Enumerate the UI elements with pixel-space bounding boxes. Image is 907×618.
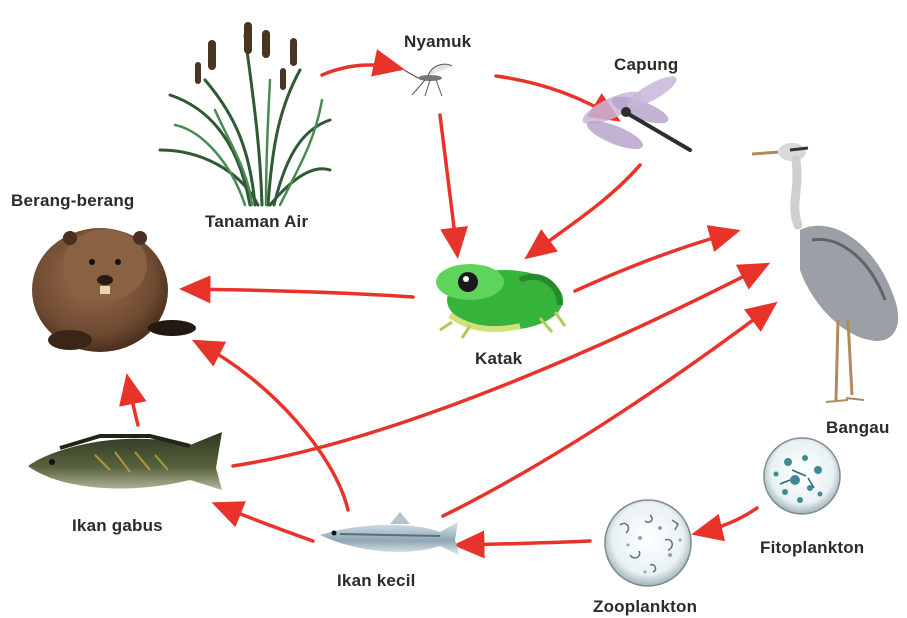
zooplankton-icon xyxy=(605,500,691,586)
arrow-fitoplankton-to-zooplankton xyxy=(698,508,757,533)
heron-icon xyxy=(752,143,898,402)
label-tanaman-air: Tanaman Air xyxy=(205,212,308,232)
label-zooplankton: Zooplankton xyxy=(593,597,697,617)
mosquito-icon xyxy=(404,64,452,96)
frog-icon xyxy=(436,264,565,338)
beaver-icon xyxy=(32,228,196,352)
phytoplankton-icon xyxy=(764,438,840,514)
arrow-katak-to-berang-berang xyxy=(186,289,413,297)
dragonfly-icon xyxy=(579,71,690,155)
arrow-ikan-kecil-to-bangau xyxy=(443,306,772,516)
label-nyamuk: Nyamuk xyxy=(404,32,471,52)
arrow-ikan-kecil-to-ikan-gabus xyxy=(218,505,313,541)
label-ikan-kecil: Ikan kecil xyxy=(337,571,416,591)
arrow-katak-to-bangau xyxy=(575,232,734,291)
label-berang-berang: Berang-berang xyxy=(11,191,135,211)
label-fitoplankton: Fitoplankton xyxy=(760,538,864,558)
label-capung: Capung xyxy=(614,55,678,75)
snakehead-fish-icon xyxy=(28,432,222,490)
arrow-capung-to-katak xyxy=(530,165,640,255)
arrow-zooplankton-to-ikan-kecil xyxy=(460,541,590,545)
label-katak: Katak xyxy=(475,349,522,369)
small-fish-icon xyxy=(320,512,460,556)
arrow-nyamuk-to-katak xyxy=(440,115,457,252)
label-ikan-gabus: Ikan gabus xyxy=(72,516,163,536)
arrow-tanaman-air-to-nyamuk xyxy=(322,65,398,75)
arrow-ikan-gabus-to-berang-berang xyxy=(128,380,138,425)
water-plant-icon xyxy=(160,22,330,205)
label-bangau: Bangau xyxy=(826,418,890,438)
